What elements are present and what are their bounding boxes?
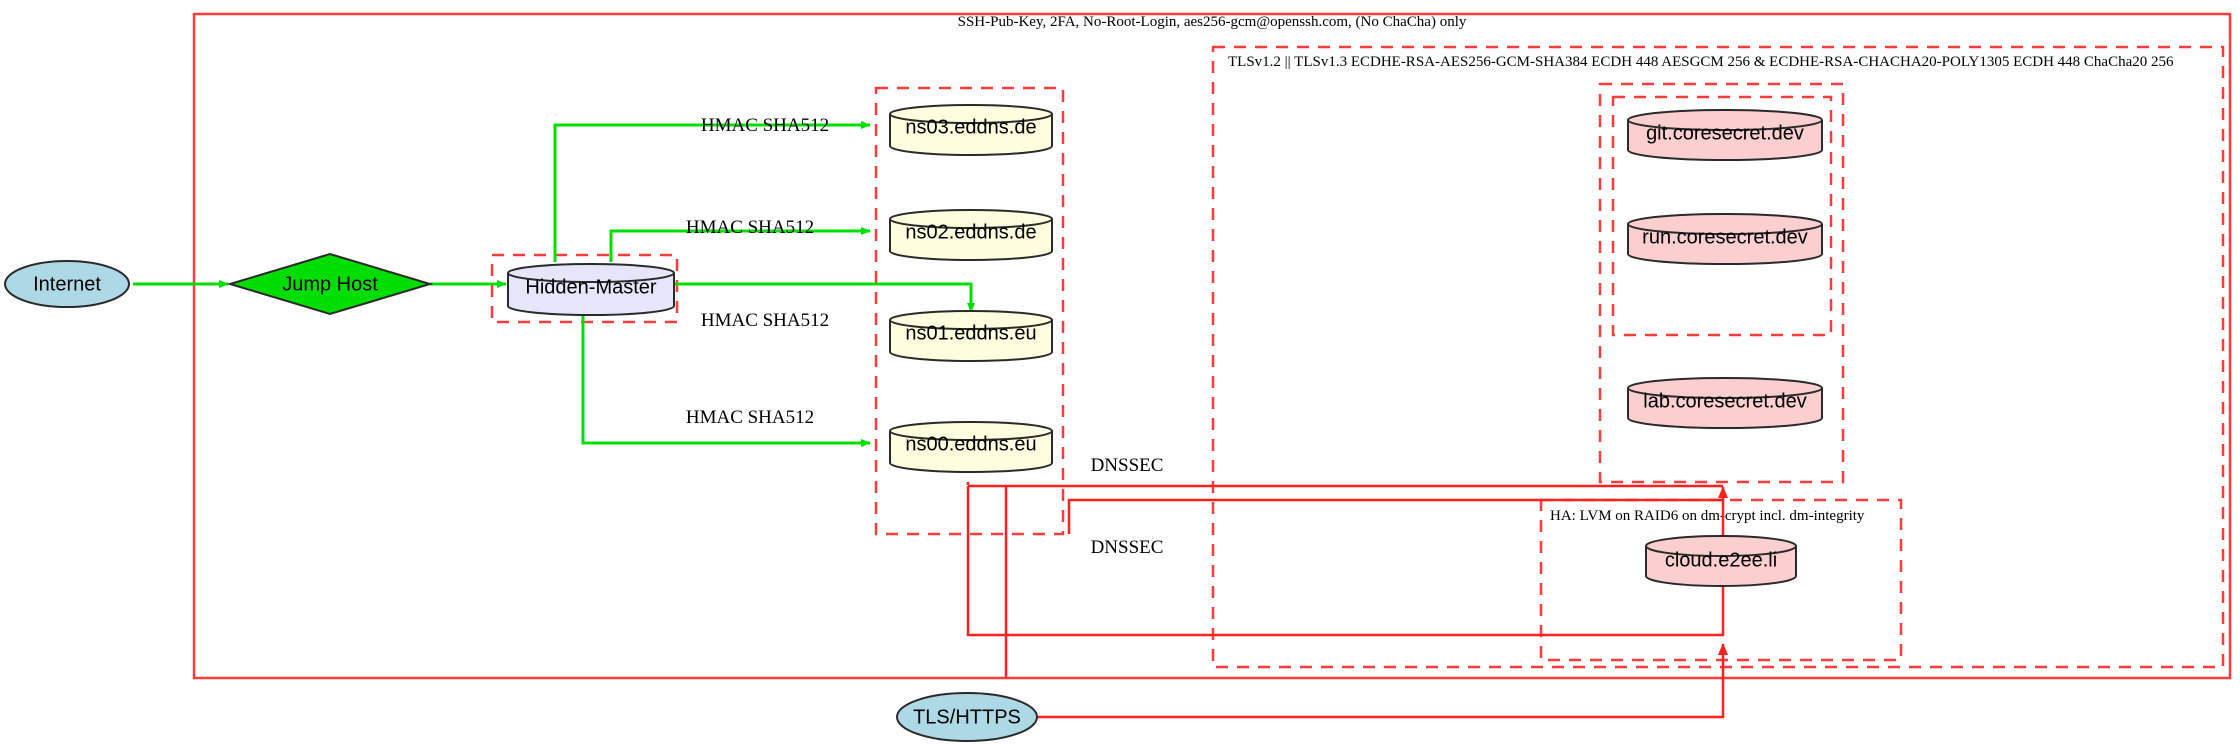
cluster-coresecret-outer: [1598, 82, 1845, 484]
node-tls-https-label: TLS/HTTPS: [913, 706, 1021, 728]
node-jump-host-label: Jump Host: [282, 273, 378, 295]
cluster-tls: [1211, 45, 2225, 669]
node-internet-label: Internet: [33, 273, 101, 295]
edge-hiddenmaster-ns01: [673, 282, 975, 313]
edge-label-hmac-ns02: HMAC SHA512: [686, 217, 814, 238]
node-hidden-master-label: Hidden-Master: [525, 276, 657, 298]
node-cloud-e2ee-label: cloud.e2ee.li: [1665, 549, 1777, 571]
node-git-coresecret-label: git.coresecret.dev: [1646, 122, 1804, 144]
cluster-ssh-outer: [192, 12, 2232, 680]
edge-label-hmac-ns00: HMAC SHA512: [686, 407, 814, 428]
node-ns02[interactable]: ns02.eddns.de: [889, 209, 1053, 261]
edge-tlshttps-to-ha: [1037, 643, 1728, 719]
node-lab-coresecret-label: lab.coresecret.dev: [1643, 390, 1806, 412]
edge-label-hmac-ns01: HMAC SHA512: [701, 310, 829, 331]
node-ns01-label: ns01.eddns.eu: [905, 322, 1036, 344]
edge-label-dnssec-upper: DNSSEC: [1091, 455, 1164, 476]
node-ns02-label: ns02.eddns.de: [905, 221, 1036, 243]
node-jump-host[interactable]: Jump Host: [226, 252, 434, 316]
node-ns00-label: ns00.eddns.eu: [905, 433, 1036, 455]
node-git-coresecret[interactable]: git.coresecret.dev: [1627, 109, 1823, 161]
node-internet[interactable]: Internet: [4, 260, 130, 308]
node-tls-https[interactable]: TLS/HTTPS: [896, 692, 1038, 742]
node-ns00[interactable]: ns00.eddns.eu: [889, 421, 1053, 473]
edge-label-hmac-ns03: HMAC SHA512: [701, 115, 829, 136]
node-ns01[interactable]: ns01.eddns.eu: [889, 310, 1053, 362]
edge-hiddenmaster-ns00: [581, 314, 871, 447]
node-lab-coresecret[interactable]: lab.coresecret.dev: [1627, 377, 1823, 429]
node-run-coresecret[interactable]: run.coresecret.dev: [1627, 213, 1823, 265]
cluster-ssh-outer-label: SSH-Pub-Key, 2FA, No-Root-Login, aes256-…: [958, 14, 1467, 30]
edge-label-dnssec-lower: DNSSEC: [1091, 537, 1164, 558]
cluster-dns: [874, 86, 1065, 536]
node-hidden-master[interactable]: Hidden-Master: [507, 263, 675, 316]
node-ns03[interactable]: ns03.eddns.de: [889, 104, 1053, 156]
cluster-ha-label: HA: LVM on RAID6 on dm-crypt incl. dm-in…: [1550, 508, 1865, 524]
node-cloud-e2ee[interactable]: cloud.e2ee.li: [1645, 535, 1797, 587]
edge-hiddenmaster-ns02: [609, 227, 871, 262]
edge-dnssec-lower: [1067, 498, 1723, 534]
cluster-tls-label: TLSv1.2 || TLSv1.3 ECDHE-RSA-AES256-GCM-…: [1228, 54, 2174, 70]
node-ns03-label: ns03.eddns.de: [905, 116, 1036, 138]
node-run-coresecret-label: run.coresecret.dev: [1642, 226, 1808, 248]
cluster-coresecret-inner: [1611, 95, 1833, 337]
edge-hiddenmaster-ns03: [553, 121, 871, 262]
